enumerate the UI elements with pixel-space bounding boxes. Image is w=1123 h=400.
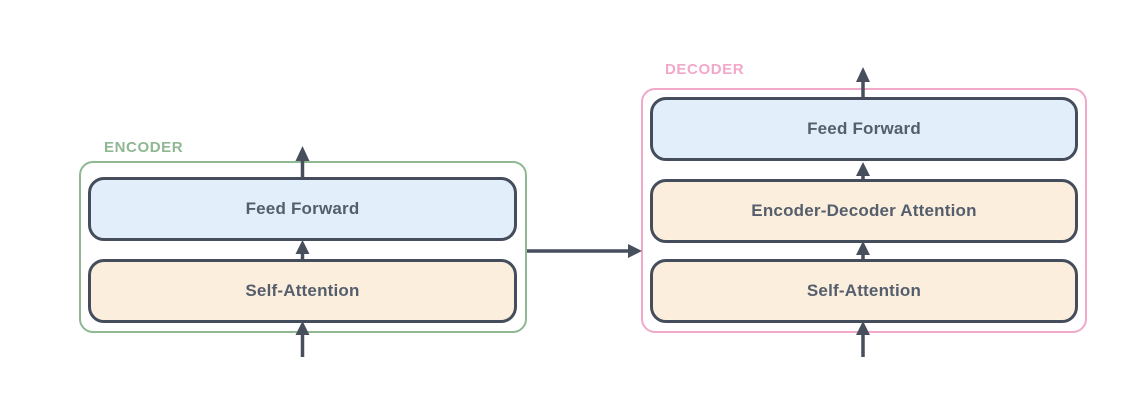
encoder-self-attention-block: Self-Attention <box>88 259 517 323</box>
decoder-feed-forward-block: Feed Forward <box>650 97 1078 161</box>
encoder-label: ENCODER <box>104 139 184 156</box>
encoder-self-attention-label: Self-Attention <box>245 281 360 300</box>
encoder-feed-forward-label: Feed Forward <box>245 199 360 218</box>
encoder-to-decoder-arrow <box>527 244 642 258</box>
encoder-feed-forward-block: Feed Forward <box>88 177 517 241</box>
decoder-self-attention-block: Self-Attention <box>650 259 1078 323</box>
decoder-encoder-decoder-attention-block: Encoder-Decoder Attention <box>650 179 1078 243</box>
decoder-label: DECODER <box>665 61 745 78</box>
decoder-self-attention-label: Self-Attention <box>806 281 922 300</box>
decoder-feed-forward-label: Feed Forward <box>807 119 921 138</box>
decoder-encoder-decoder-attention-label: Encoder-Decoder Attention <box>751 201 977 220</box>
